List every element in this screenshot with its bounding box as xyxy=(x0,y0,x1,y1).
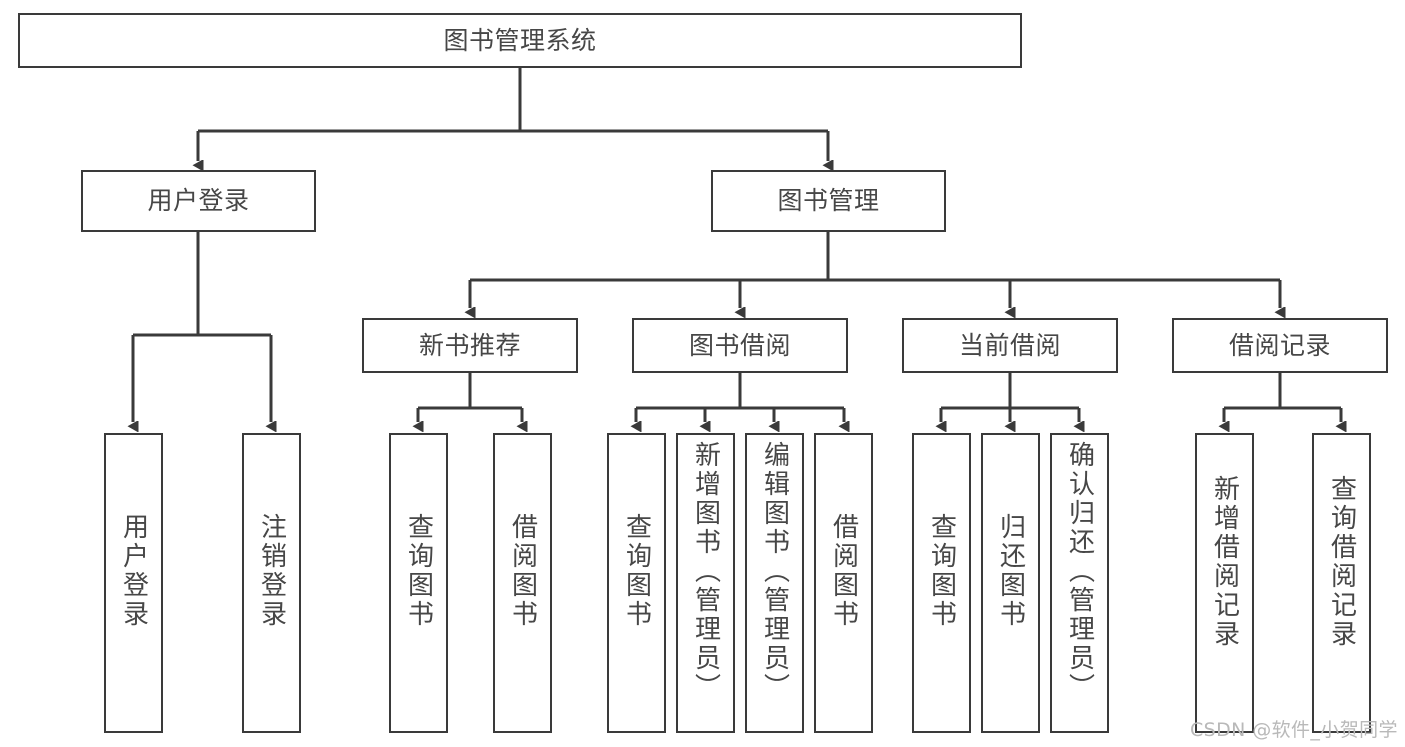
node-leaf-add-book[interactable]: 新增图书（管理员） xyxy=(676,433,735,733)
node-new-book-recommend[interactable]: 新书推荐 xyxy=(362,318,578,373)
node-leaf-query-book-3-label: 查询图书 xyxy=(926,513,957,629)
node-leaf-add-record-label: 新增借阅记录 xyxy=(1209,475,1240,649)
node-root-label: 图书管理系统 xyxy=(443,25,597,55)
node-leaf-confirm-return-label: 确认归还（管理员） xyxy=(1064,441,1095,702)
node-leaf-borrow-book-1-label: 借阅图书 xyxy=(507,513,538,629)
node-new-book-recommend-label: 新书推荐 xyxy=(418,330,521,360)
node-leaf-borrow-book-2-label: 借阅图书 xyxy=(828,513,859,629)
node-leaf-query-book-2[interactable]: 查询图书 xyxy=(607,433,666,733)
node-leaf-user-logout-label: 注销登录 xyxy=(256,513,287,629)
node-user-login[interactable]: 用户登录 xyxy=(81,170,316,232)
node-leaf-borrow-book-1[interactable]: 借阅图书 xyxy=(493,433,552,733)
node-leaf-return-book-label: 归还图书 xyxy=(995,513,1026,629)
node-leaf-user-login[interactable]: 用户登录 xyxy=(104,433,163,733)
watermark-text: CSDN @软件_小贺同学 xyxy=(1190,719,1398,741)
node-leaf-query-book-1[interactable]: 查询图书 xyxy=(389,433,448,733)
node-book-management-label: 图书管理 xyxy=(777,186,880,215)
node-user-login-label: 用户登录 xyxy=(147,186,250,215)
node-leaf-edit-book-label: 编辑图书（管理员） xyxy=(759,441,790,702)
node-leaf-add-record[interactable]: 新增借阅记录 xyxy=(1195,433,1254,733)
node-leaf-return-book[interactable]: 归还图书 xyxy=(981,433,1040,733)
node-book-borrow-label: 图书借阅 xyxy=(688,330,791,360)
node-borrow-record[interactable]: 借阅记录 xyxy=(1172,318,1388,373)
node-borrow-record-label: 借阅记录 xyxy=(1228,330,1331,360)
node-leaf-query-book-2-label: 查询图书 xyxy=(621,513,652,629)
node-leaf-user-logout[interactable]: 注销登录 xyxy=(242,433,301,733)
node-leaf-query-record[interactable]: 查询借阅记录 xyxy=(1312,433,1371,733)
node-leaf-add-book-label: 新增图书（管理员） xyxy=(690,441,721,702)
node-root[interactable]: 图书管理系统 xyxy=(18,13,1022,68)
node-current-borrow-label: 当前借阅 xyxy=(958,330,1061,360)
node-leaf-query-record-label: 查询借阅记录 xyxy=(1326,475,1357,649)
node-leaf-query-book-1-label: 查询图书 xyxy=(403,513,434,629)
node-current-borrow[interactable]: 当前借阅 xyxy=(902,318,1118,373)
node-book-borrow[interactable]: 图书借阅 xyxy=(632,318,848,373)
node-leaf-borrow-book-2[interactable]: 借阅图书 xyxy=(814,433,873,733)
node-leaf-edit-book[interactable]: 编辑图书（管理员） xyxy=(745,433,804,733)
node-leaf-confirm-return[interactable]: 确认归还（管理员） xyxy=(1050,433,1109,733)
node-leaf-query-book-3[interactable]: 查询图书 xyxy=(912,433,971,733)
node-leaf-user-login-label: 用户登录 xyxy=(118,513,149,629)
node-book-management[interactable]: 图书管理 xyxy=(711,170,946,232)
